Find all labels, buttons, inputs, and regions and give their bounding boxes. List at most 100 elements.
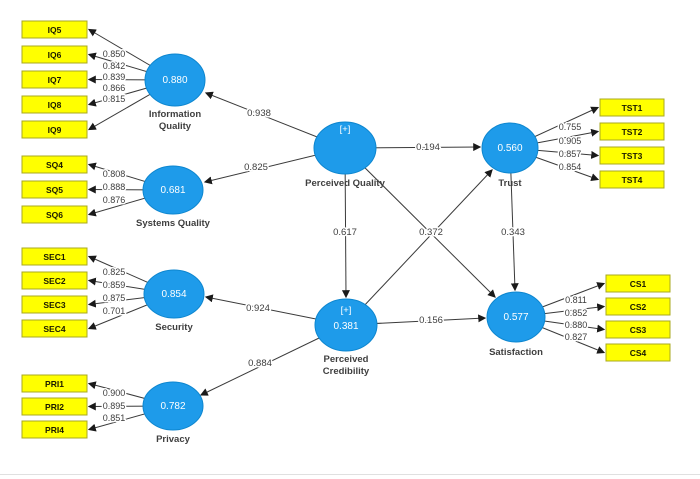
indicator-cs1-label: CS1 [630,279,647,289]
indicator-sq5 [21,180,88,199]
indicator-pri1 [21,374,88,393]
construct-perceived-credibility-name-line1: Perceived [324,354,369,365]
indicator-cs2 [605,297,671,316]
indicator-tst3-label: TST3 [622,151,643,161]
construct-satisfaction [486,291,546,343]
loading-tst2: 0.905 [559,136,582,146]
path-label-pq-to-credibility: 0.617 [333,227,357,238]
construct-perceived-quality [313,121,377,175]
construct-information-quality [144,53,206,107]
construct-perceived-quality-name: Perceived Quality [305,178,385,189]
construct-security-name: Security [155,322,193,333]
indicator-tst4-label: TST4 [622,175,643,185]
loading-sq5: 0.888 [103,182,126,192]
indicator-cs3-label: CS3 [630,325,647,335]
indicator-cs4 [605,343,671,362]
indicator-tst1 [599,98,665,117]
indicator-boxes: IQ5 IQ6 IQ7 IQ8 IQ9 SQ4 SQ5 SQ6 SEC1 SEC… [21,20,671,439]
path-label-pq-to-trust: 0.194 [416,142,440,153]
indicator-sec2-label: SEC2 [43,276,65,286]
loading-iq5: 0.850 [103,49,126,59]
indicator-sq6 [21,205,88,224]
loading-iq9: 0.815 [103,94,126,104]
path-label-pq-to-systems-quality: 0.825 [244,162,268,173]
indicator-cs1 [605,274,671,293]
path-coefficient-labels: 0.938 0.825 0.194 0.617 0.372 0.343 0.15… [243,107,527,371]
indicator-cs3 [605,320,671,339]
construct-ellipses: 0.880 Information Quality 0.681 Systems … [136,53,546,445]
construct-privacy-value: 0.782 [160,401,185,412]
loading-iq6: 0.842 [103,61,126,71]
indicator-iq8-label: IQ8 [48,100,62,110]
construct-systems-quality-name: Systems Quality [136,218,211,229]
loading-cs3: 0.880 [565,320,588,330]
loading-sq6: 0.876 [103,195,126,205]
construct-perceived-quality-tag: [+] [340,124,351,135]
indicator-sec4 [21,319,88,338]
loading-tst1: 0.755 [559,122,582,132]
construct-information-quality-value: 0.880 [162,75,187,86]
indicator-iq5-label: IQ5 [48,25,62,35]
loading-sec4: 0.701 [103,306,126,316]
edge-pq-to-satisfaction [344,147,496,298]
loading-cs1: 0.811 [565,295,587,305]
construct-systems-quality [142,165,204,215]
indicator-cs4-label: CS4 [630,348,647,358]
indicator-pri4-label: PRI4 [45,425,64,435]
indicator-sec1-label: SEC1 [43,252,65,262]
indicator-pri2 [21,397,88,416]
loading-sq4: 0.808 [103,169,126,179]
indicator-sec2 [21,271,88,290]
indicator-pri1-label: PRI1 [45,379,64,389]
indicator-iq7-label: IQ7 [48,75,62,85]
path-label-credibility-to-privacy: 0.884 [248,358,272,369]
construct-perceived-credibility-value: 0.381 [333,321,358,332]
indicator-iq9-label: IQ9 [48,125,62,135]
path-label-credibility-to-security: 0.924 [246,303,270,314]
indicator-sec1 [21,247,88,266]
loading-pri1: 0.900 [103,388,126,398]
loading-labels: 0.850 0.842 0.839 0.866 0.815 0.808 0.88… [101,48,589,425]
indicator-sq4-label: SQ4 [46,160,63,170]
loading-sec2: 0.859 [103,280,126,290]
path-label-credibility-to-satisfaction: 0.156 [419,315,443,326]
construct-perceived-credibility-name-line2: Credibility [323,366,370,377]
indicator-tst3 [599,146,665,165]
indicator-iq5 [21,20,88,39]
construct-trust-name: Trust [498,178,522,189]
indicator-sq4 [21,155,88,174]
indicator-tst4 [599,170,665,189]
indicator-tst2-label: TST2 [622,127,643,137]
construct-perceived-credibility-tag: [+] [341,305,352,316]
indicator-cs2-label: CS2 [630,302,647,312]
indicator-pri4 [21,420,88,439]
loading-cs2: 0.852 [565,308,588,318]
loading-tst3: 0.857 [559,149,582,159]
indicator-iq6-label: IQ6 [48,50,62,60]
edge-credibility-to-trust [345,169,493,326]
construct-security-value: 0.854 [161,289,186,300]
loading-pri2: 0.895 [103,401,126,411]
loading-iq8: 0.866 [103,83,126,93]
construct-privacy-name: Privacy [156,434,191,445]
path-label-trust-to-satisfaction: 0.343 [501,227,525,238]
indicator-iq8 [21,95,88,114]
loading-tst4: 0.854 [559,162,582,172]
path-label-crossing: 0.372 [419,227,443,238]
indicator-sec3-label: SEC3 [43,300,65,310]
construct-systems-quality-value: 0.681 [160,185,185,196]
loading-sec1: 0.825 [103,267,126,277]
construct-trust-value: 0.560 [497,143,522,154]
construct-trust [481,122,539,174]
loading-sec3: 0.875 [103,293,126,303]
loading-cs4: 0.827 [565,332,588,342]
indicator-pri2-label: PRI2 [45,402,64,412]
indicator-sq5-label: SQ5 [46,185,63,195]
loading-iq7: 0.839 [103,72,126,82]
indicator-sq6-label: SQ6 [46,210,63,220]
path-label-pq-to-information-quality: 0.938 [247,108,271,119]
construct-satisfaction-name: Satisfaction [489,347,543,358]
construct-information-quality-name-line1: Information [149,109,201,120]
